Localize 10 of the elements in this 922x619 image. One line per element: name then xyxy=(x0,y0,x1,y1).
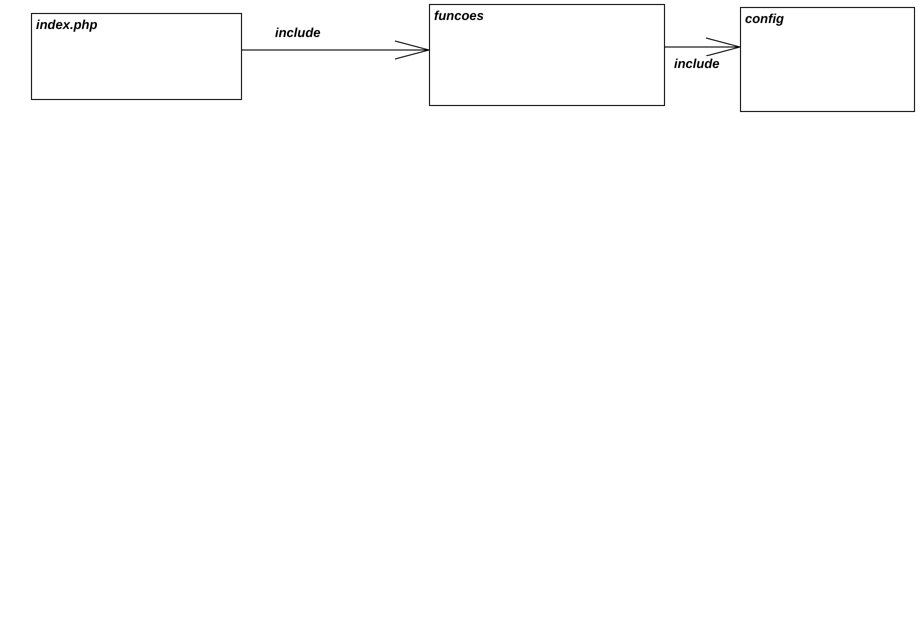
edge-label: include xyxy=(673,56,721,71)
arrow xyxy=(664,38,740,56)
arrow xyxy=(242,40,430,60)
module-box xyxy=(740,7,915,112)
module-box xyxy=(31,13,242,100)
module-box xyxy=(429,4,665,106)
module-name: funcoes xyxy=(434,8,484,23)
module-name: config xyxy=(745,11,784,26)
edge-label: include xyxy=(274,25,322,40)
module-name: index.php xyxy=(36,17,98,32)
